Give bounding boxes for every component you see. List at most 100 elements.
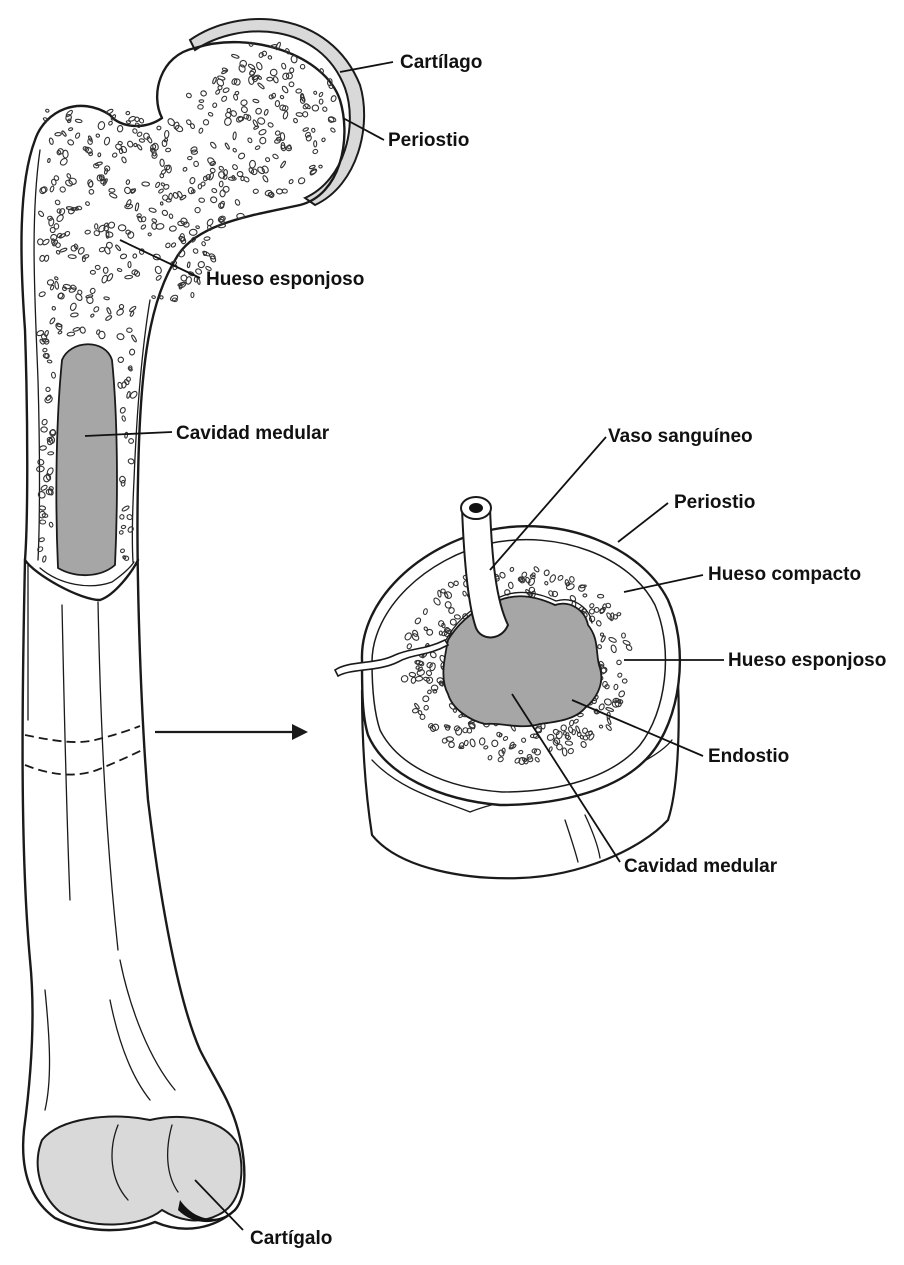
label-hueso-compacto: Hueso compacto	[708, 564, 861, 585]
spongy-pore	[126, 377, 130, 382]
spongy-pore	[182, 167, 187, 172]
spongy-pore	[160, 159, 165, 167]
spongy-pore	[49, 317, 56, 325]
spongy-pore	[108, 121, 113, 126]
spongy-pore	[137, 216, 143, 223]
spongy-pore	[115, 244, 121, 251]
spongy-pore	[109, 188, 115, 192]
spongy-pore	[67, 332, 75, 336]
spongy-pore	[142, 182, 150, 187]
spongy-pore	[288, 179, 293, 185]
spongy-pore	[54, 276, 58, 280]
spongy-pore	[158, 188, 164, 193]
spongy-pore	[121, 415, 125, 421]
spongy-pore	[273, 76, 279, 84]
label-periostio-femur: Periostio	[388, 130, 469, 151]
spongy-pore	[146, 136, 152, 144]
spongy-pore	[237, 171, 243, 176]
spongy-pore	[49, 522, 54, 528]
spongy-pore	[253, 189, 259, 194]
spongy-pore	[135, 203, 139, 211]
spongy-pore	[106, 307, 111, 314]
spongy-pore	[165, 242, 171, 248]
spongy-pore	[179, 195, 186, 201]
spongy-pore	[296, 112, 303, 116]
spongy-pore	[238, 64, 246, 73]
spongy-pore	[54, 224, 59, 230]
label-hueso-esponjoso-femur: Hueso esponjoso	[206, 269, 364, 290]
spongy-pore	[124, 432, 127, 438]
spongy-pore	[124, 186, 132, 194]
spongy-pore	[240, 99, 248, 106]
spongy-pore	[195, 268, 203, 275]
spongy-pore	[76, 206, 82, 210]
spongy-pore	[45, 386, 51, 392]
spongy-pore	[261, 50, 267, 56]
spongy-pore	[104, 137, 111, 146]
spongy-pore	[45, 109, 49, 113]
spongy-pore	[330, 95, 337, 102]
spongy-pore	[311, 128, 315, 133]
spongy-pore	[36, 466, 44, 473]
spongy-pore	[188, 187, 194, 194]
spongy-pore	[120, 514, 125, 519]
spongy-pore	[319, 165, 322, 168]
spongy-pore	[225, 143, 231, 150]
spongy-pore	[202, 119, 209, 126]
spongy-pore	[106, 232, 113, 238]
spongy-pore	[59, 186, 66, 193]
spongy-pore	[127, 328, 133, 333]
spongy-pore	[120, 253, 127, 259]
spongy-pore	[253, 125, 259, 130]
spongy-pore	[128, 458, 135, 465]
spongy-pore	[187, 156, 192, 159]
spongy-pore	[232, 148, 237, 153]
spongy-pore	[104, 297, 110, 301]
spongy-pore	[161, 209, 168, 216]
spongy-pore	[280, 161, 286, 169]
spongy-pore	[126, 179, 130, 184]
spongy-pore	[164, 130, 169, 138]
spongy-pore	[199, 198, 205, 203]
spongy-pore	[217, 170, 226, 179]
spongy-pore	[187, 262, 190, 268]
spongy-pore	[38, 239, 43, 245]
spongy-pore	[143, 132, 150, 140]
spongy-pore	[54, 199, 60, 205]
spongy-pore	[95, 224, 98, 229]
distal-line-1	[120, 960, 175, 1090]
spongy-pore	[149, 207, 157, 213]
spongy-pore	[38, 291, 46, 297]
spongy-pore	[79, 326, 86, 334]
spongy-pore	[271, 93, 276, 99]
spongy-pore	[220, 190, 226, 197]
spongy-pore	[39, 445, 46, 450]
spongy-pore	[198, 261, 205, 268]
label-endostio: Endostio	[708, 746, 789, 767]
spongy-pore	[319, 92, 324, 97]
spongy-pore	[41, 427, 47, 432]
distal-line-3	[45, 990, 50, 1110]
spongy-pore	[231, 54, 239, 59]
spongy-pore	[90, 270, 95, 274]
spongy-pore	[221, 95, 228, 102]
spongy-pore	[162, 194, 169, 201]
spongy-pore	[87, 179, 93, 187]
spongy-pore	[105, 241, 113, 249]
spongy-pore	[189, 229, 197, 236]
spongy-pore	[48, 452, 54, 455]
spongy-pore	[41, 418, 48, 425]
spongy-pore	[42, 348, 47, 352]
spongy-pore	[204, 236, 210, 240]
spongy-pore	[49, 138, 54, 145]
spongy-pore	[37, 490, 46, 499]
spongy-pore	[286, 145, 292, 151]
spongy-pore	[239, 59, 248, 68]
spongy-pore	[297, 177, 306, 185]
spongy-pore	[47, 279, 54, 285]
spongy-pore	[313, 91, 317, 95]
spongy-pore	[232, 164, 239, 171]
spongy-pore	[125, 275, 133, 279]
label-periostio-section: Periostio	[674, 492, 755, 513]
